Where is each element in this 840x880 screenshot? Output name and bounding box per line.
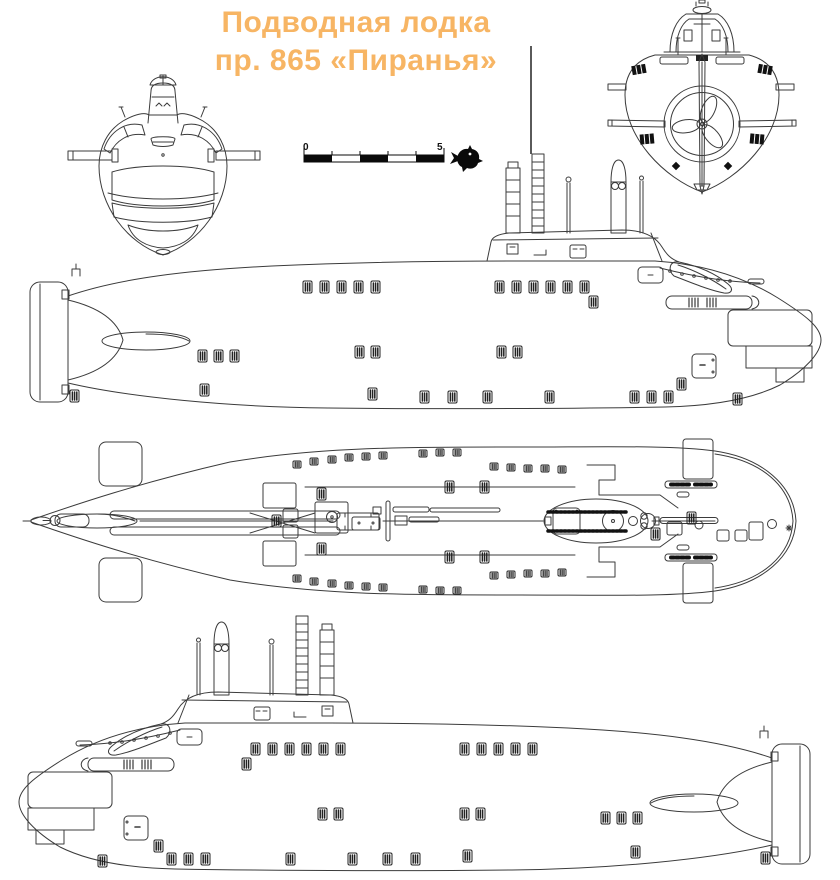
bow-planes xyxy=(682,438,714,604)
bow-planes xyxy=(67,148,261,163)
torpedo-shutter-bands xyxy=(107,136,219,255)
scale-end-label: 5 xyxy=(437,142,443,153)
scale-segments xyxy=(304,155,444,162)
plane-root-fairings xyxy=(586,464,718,578)
side-profile-view-upper xyxy=(10,150,830,420)
sail xyxy=(147,74,179,124)
scale-start-label: 0 xyxy=(303,142,309,153)
hull-outline xyxy=(98,113,228,256)
whip-antenna xyxy=(530,46,532,154)
bow-front-view xyxy=(67,74,261,256)
deck-lines xyxy=(139,486,719,556)
deck-hatches xyxy=(262,482,793,567)
tail-assembly xyxy=(22,441,143,603)
side-profile-view-lower xyxy=(10,612,830,880)
stern-view xyxy=(607,0,797,195)
page-title: Подводная лодка пр. 865 «Пиранья» xyxy=(172,4,540,80)
torpedo-tubes xyxy=(42,510,380,536)
hull-outline xyxy=(30,446,797,596)
shoulder-fairings xyxy=(103,106,223,154)
hull-outline xyxy=(624,54,780,193)
light-mark xyxy=(785,524,793,532)
plan-top-view xyxy=(22,438,797,604)
sail-plan xyxy=(543,498,660,544)
stern-planes xyxy=(607,83,797,128)
piranha-logo-icon xyxy=(450,145,483,172)
title-line-1: Подводная лодка xyxy=(221,6,491,39)
scale-bar: 0 5 xyxy=(301,142,486,176)
sail xyxy=(659,0,745,65)
rudder xyxy=(693,53,711,195)
title-line-2: пр. 865 «Пиранья» xyxy=(214,43,498,77)
